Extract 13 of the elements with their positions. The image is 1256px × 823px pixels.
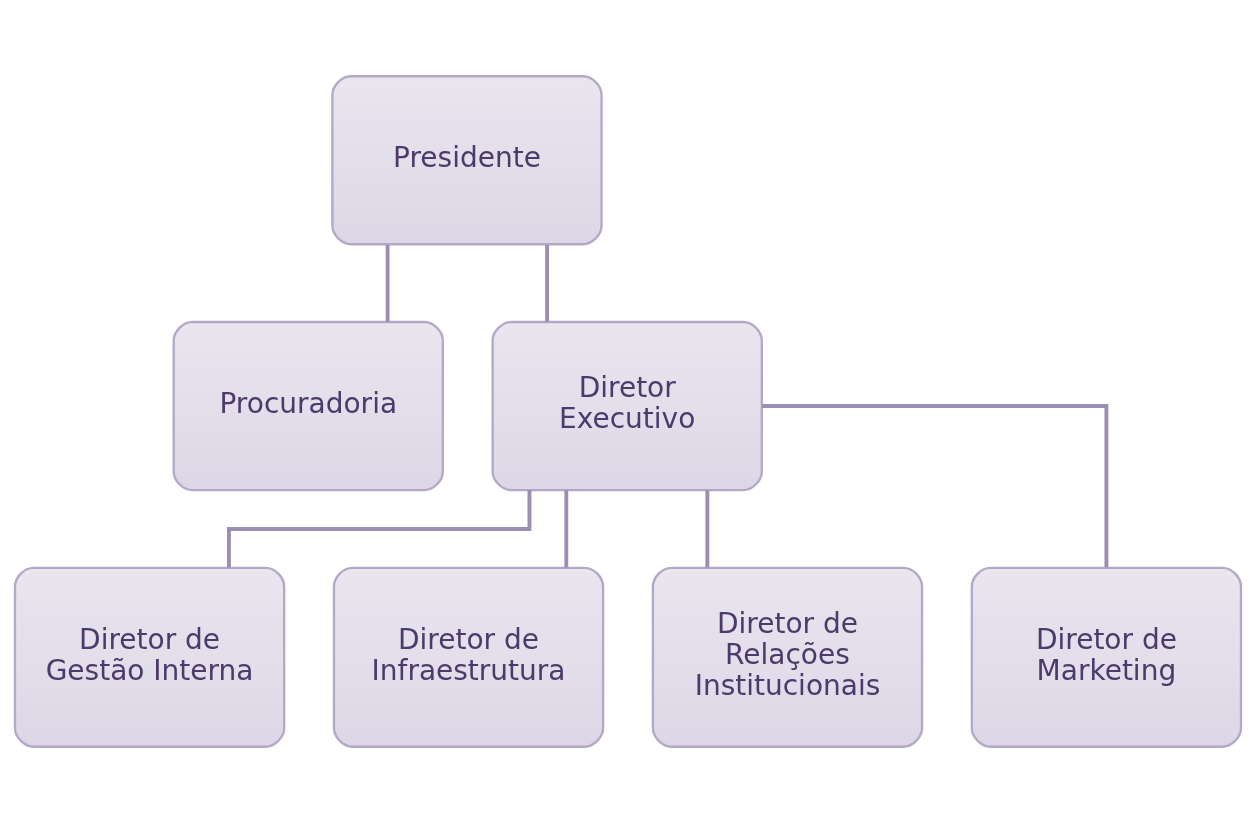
connector: [385, 244, 390, 322]
node-box: Diretor de Gestão Interna: [13, 566, 286, 748]
node-box: Procuradoria: [172, 320, 445, 492]
node-box: Diretor de Relações Institucionais: [651, 566, 924, 748]
connector: [564, 490, 569, 568]
node-box: Diretor Executivo: [491, 320, 763, 492]
connector: [705, 490, 710, 568]
node-box: Presidente: [331, 75, 603, 246]
connector: [227, 490, 532, 568]
node-box: Diretor de Marketing: [970, 566, 1243, 748]
connector: [545, 244, 550, 322]
connector: [761, 404, 1109, 568]
node-box: Diretor de Infraestrutura: [332, 566, 605, 748]
